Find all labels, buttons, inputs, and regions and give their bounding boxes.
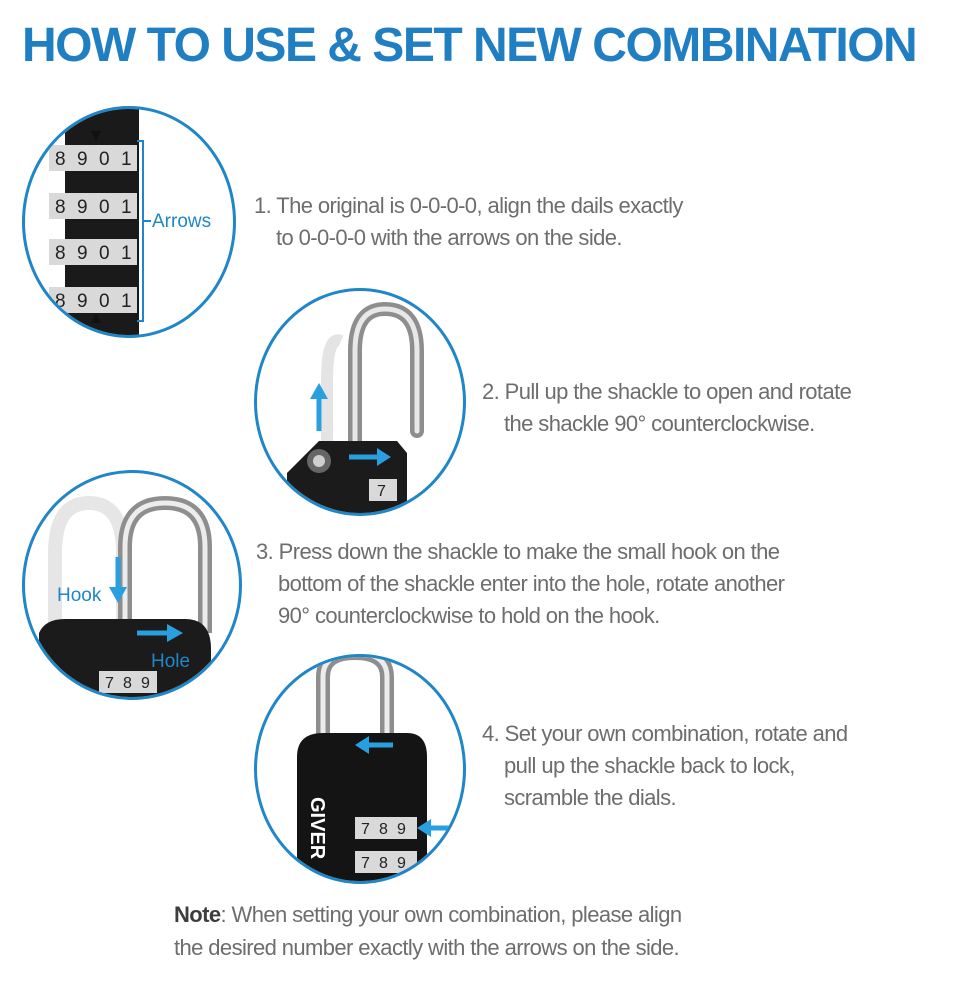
arrow-marker-icon [91,313,101,323]
step-4-line: 4. Set your own combination, rotate and [482,721,848,746]
arrows-callout: Arrows [152,211,211,232]
arrow-marker-icon [91,131,101,141]
step-1-line: 1. The original is 0-0-0-0, align the da… [254,193,683,218]
bracket-icon [137,140,144,322]
note-text: : When setting your own combination, ple… [220,902,683,927]
dial-digit: 9 [77,291,88,312]
dial-digit: 8 [55,291,66,312]
dial-row: 8 9 0 1 [49,287,137,313]
step-1: 1. The original is 0-0-0-0, align the da… [254,190,683,254]
arrow-right-icon [137,624,183,642]
step-2-line: 2. Pull up the shackle to open and rotat… [482,379,852,404]
rotate-arrow-icon [349,448,391,466]
dials-closeup-illustration: 8 9 0 1 8 9 0 1 8 9 0 1 8 9 0 1 [22,106,236,338]
page-title: HOW TO USE & SET NEW COMBINATION [22,19,918,72]
step-3-line: 90° counterclockwise to hold on the hook… [278,603,660,628]
dial-digit: 1 [121,149,132,170]
dial-row: 8 9 0 1 [49,145,137,171]
hook-and-hole-illustration: 7 8 9 Hook Hole [22,470,242,700]
step-3: 3. Press down the shackle to make the sm… [256,536,785,632]
step-2-line: the shackle 90° counterclockwise. [504,411,815,436]
dial-digit: 9 [77,149,88,170]
dial-digit: 9 [77,243,88,264]
dial-row: 8 9 0 1 [49,193,137,219]
note-line: Note: When setting your own combination,… [174,898,682,931]
dial-row: 8 9 0 1 [49,239,137,265]
step-4-line: pull up the shackle back to lock, [504,753,795,778]
step-4: 4. Set your own combination, rotate and … [482,718,848,814]
dial-digit: 7 [361,855,370,872]
step-2: 2. Pull up the shackle to open and rotat… [482,376,852,440]
dial-digit: 1 [121,197,132,218]
dial-digit: 9 [77,197,88,218]
dial-digit: 0 [99,197,110,218]
arrow-down-icon [109,557,127,603]
note: Note: When setting your own combination,… [174,898,682,964]
note-line: the desired number exactly with the arro… [174,935,680,960]
dial-digit: 9 [397,855,406,872]
step-1-line: to 0-0-0-0 with the arrows on the side. [276,225,623,250]
svg-text:7: 7 [377,483,386,500]
brand-logo: GIVER [306,797,328,860]
dial-digit: 8 [379,855,388,872]
dial-digit: 1 [121,243,132,264]
set-combination-illustration: GIVER 7 8 9 7 8 9 [254,654,466,884]
dial-digit: 8 [55,197,66,218]
dial-digit: 7 [361,821,370,838]
dial-digit: 8 [123,675,132,692]
dial-digit: 0 [99,149,110,170]
dial-digit: 9 [397,821,406,838]
dial-digit: 8 [379,821,388,838]
step-3-line: bottom of the shackle enter into the hol… [278,571,785,596]
pull-up-shackle-illustration: 7 [254,288,466,516]
dial-digit: 0 [99,291,110,312]
dial-digit: 8 [55,243,66,264]
hook-callout: Hook [57,585,102,606]
hole-callout: Hole [151,651,190,672]
dial-digit: 7 [105,675,114,692]
dial-digit: 8 [55,149,66,170]
step-4-line: scramble the dials. [504,785,677,810]
note-label: Note [174,902,221,927]
dial-digit: 0 [99,243,110,264]
arrow-up-icon [310,383,328,431]
dial-digit: 1 [121,291,132,312]
rotate-arrow-icon [355,736,393,754]
step-3-line: 3. Press down the shackle to make the sm… [256,539,780,564]
dial-digit: 9 [141,675,150,692]
